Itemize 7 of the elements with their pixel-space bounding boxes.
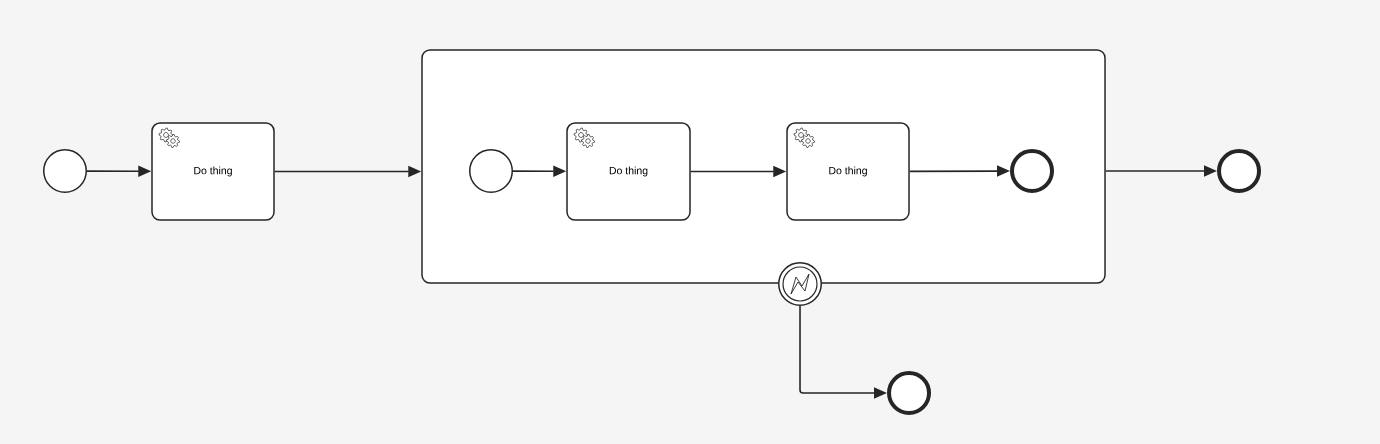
- task-box: Do thing: [151, 122, 275, 221]
- task-box: Do thing: [566, 122, 691, 221]
- start-event-circle: [469, 149, 513, 193]
- error-event-circle: [778, 262, 822, 306]
- task-box: Do thing: [786, 122, 910, 221]
- start-event-circle: [43, 149, 87, 193]
- end-event-circle: [887, 371, 931, 415]
